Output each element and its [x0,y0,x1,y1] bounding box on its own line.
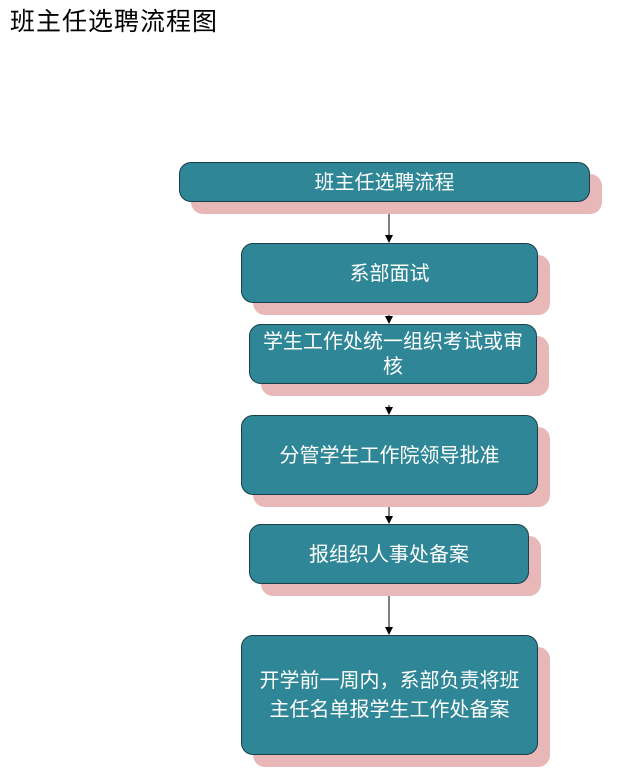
flow-step-submit-list: 开学前一周内，系部负责将班主任名单报学生工作处备案 [241,635,538,755]
flow-step-interview: 系部面试 [241,243,538,303]
flow-step-title: 班主任选聘流程 [179,162,590,202]
page-title: 班主任选聘流程图 [10,7,219,36]
flow-step-filing: 报组织人事处备案 [249,524,529,584]
flow-step-exam: 学生工作处统一组织考试或审核 [249,324,537,384]
flow-step-approval: 分管学生工作院领导批准 [241,415,538,495]
